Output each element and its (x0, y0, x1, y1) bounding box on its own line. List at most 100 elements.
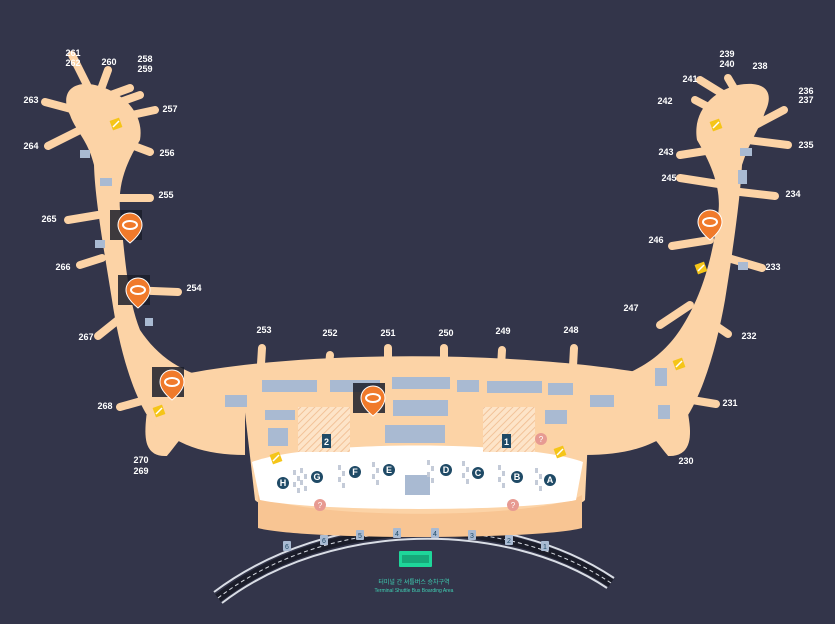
checkin-counter-g[interactable]: G (311, 471, 323, 483)
door-number: 1 (543, 544, 547, 551)
gate-label-258[interactable]: 258 (137, 54, 152, 64)
exit-doors: 1 2 3 4 4 5 6 6 (283, 528, 549, 551)
counter-desk (297, 488, 300, 493)
checkin-counter-b[interactable]: B (511, 471, 523, 483)
counter-desk (338, 465, 341, 470)
checkin-counter-f[interactable]: F (349, 466, 361, 478)
checkin-counter-d[interactable]: D (440, 464, 452, 476)
gate-label-245[interactable]: 245 (661, 173, 676, 183)
gate-label-250[interactable]: 250 (438, 328, 453, 338)
gate-label-238[interactable]: 238 (752, 61, 767, 71)
counter-desk (372, 474, 375, 479)
airline-lounge-icon[interactable] (118, 275, 151, 309)
counter-desk (297, 476, 300, 481)
gate-pier (64, 211, 102, 224)
checkin-counter-label: F (352, 467, 358, 477)
counter-desk (431, 478, 434, 483)
escalator-icon (109, 117, 123, 131)
gate-label-264[interactable]: 264 (23, 141, 38, 151)
gate-label-235[interactable]: 235 (798, 140, 813, 150)
information-question-icon[interactable]: ? (535, 433, 547, 445)
gate-label-266[interactable]: 266 (55, 262, 70, 272)
gate-label-252[interactable]: 252 (322, 328, 337, 338)
shuttle-label-ko: 터미널 간 셔틀버스 승차구역 (378, 578, 449, 586)
gate-label-243[interactable]: 243 (658, 147, 673, 157)
information-question-icon[interactable]: ? (507, 499, 519, 511)
gate-label-255[interactable]: 255 (158, 190, 173, 200)
checkin-counter-label: B (514, 472, 521, 482)
gate-label-254[interactable]: 254 (186, 283, 201, 293)
gate-label-249[interactable]: 249 (495, 326, 510, 336)
exit-door-icon[interactable]: 1 (541, 541, 549, 551)
gate-label-242[interactable]: 242 (657, 96, 672, 106)
gate-label-240[interactable]: 240 (719, 59, 734, 69)
information-question-icon[interactable]: ? (314, 499, 326, 511)
gate-pier (656, 301, 694, 329)
counter-desk (376, 468, 379, 473)
checkin-counter-label: D (443, 465, 450, 475)
exit-door-icon[interactable]: 2 (505, 535, 513, 545)
checkin-counter-c[interactable]: C (472, 467, 484, 479)
gate-label-233[interactable]: 233 (765, 262, 780, 272)
checkin-counter-e[interactable]: E (383, 464, 395, 476)
airline-lounge-icon[interactable] (110, 210, 143, 244)
exit-door-icon[interactable]: 5 (356, 530, 364, 540)
checkin-counter-label: A (547, 475, 554, 485)
gate-label-232[interactable]: 232 (741, 331, 756, 341)
gate-label-261[interactable]: 261 (65, 48, 80, 58)
counter-desk (535, 480, 538, 485)
airline-lounge-icon[interactable] (152, 367, 185, 401)
counter-desk (293, 470, 296, 475)
gate-label-237[interactable]: 237 (798, 95, 813, 105)
checkin-counters: A B C D E F G H (277, 464, 556, 489)
svg-text:1: 1 (504, 437, 509, 447)
gate-label-253[interactable]: 253 (256, 325, 271, 335)
gate-label-241[interactable]: 241 (682, 74, 697, 84)
door-number: 2 (507, 538, 511, 545)
gate-label-263[interactable]: 263 (23, 95, 38, 105)
gate-label-234[interactable]: 234 (785, 189, 800, 199)
floor-marker-1: 1 (502, 434, 511, 448)
exit-door-icon[interactable]: 6 (320, 535, 328, 545)
exit-door-icon[interactable]: 3 (468, 530, 476, 540)
gate-label-246[interactable]: 246 (648, 235, 663, 245)
gate-label-269[interactable]: 269 (133, 466, 148, 476)
checkin-counter-a[interactable]: A (544, 474, 556, 486)
counter-desk (300, 480, 303, 485)
door-number: 4 (395, 531, 399, 538)
gate-label-270[interactable]: 270 (133, 455, 148, 465)
gate-label-230[interactable]: 230 (678, 456, 693, 466)
exit-door-icon[interactable]: 6 (283, 541, 291, 551)
door-number: 6 (322, 538, 326, 545)
gate-label-247[interactable]: 247 (623, 303, 638, 313)
counter-desk (431, 466, 434, 471)
counter-desk (502, 471, 505, 476)
counter-desk (535, 468, 538, 473)
gate-label-260[interactable]: 260 (101, 57, 116, 67)
gate-label-259[interactable]: 259 (137, 64, 152, 74)
gate-label-239[interactable]: 239 (719, 49, 734, 59)
svg-text:?: ? (539, 435, 544, 444)
gate-label-262[interactable]: 262 (65, 58, 80, 68)
exit-door-icon[interactable]: 4 (393, 528, 401, 538)
airline-lounge-icon[interactable] (353, 383, 386, 417)
gate-label-265[interactable]: 265 (41, 214, 56, 224)
gate-label-251[interactable]: 251 (380, 328, 395, 338)
airline-lounge-icon[interactable] (697, 209, 723, 241)
floor-marker-2: 2 (322, 434, 331, 448)
gate-label-268[interactable]: 268 (97, 401, 112, 411)
escalator-icon (553, 445, 567, 459)
exit-door-icon[interactable]: 4 (431, 528, 439, 538)
gate-label-267[interactable]: 267 (78, 332, 93, 342)
counter-desk (498, 465, 501, 470)
gate-label-231[interactable]: 231 (722, 398, 737, 408)
shuttle-label-en: Terminal Shuttle Bus Boarding Area (375, 588, 454, 594)
counter-desk (539, 474, 542, 479)
checkin-counter-label: C (475, 468, 482, 478)
gate-label-256[interactable]: 256 (159, 148, 174, 158)
gate-label-257[interactable]: 257 (162, 104, 177, 114)
gate-label-248[interactable]: 248 (563, 325, 578, 335)
checkin-counter-h[interactable]: H (277, 477, 289, 489)
gate-label-236[interactable]: 236 (798, 86, 813, 96)
